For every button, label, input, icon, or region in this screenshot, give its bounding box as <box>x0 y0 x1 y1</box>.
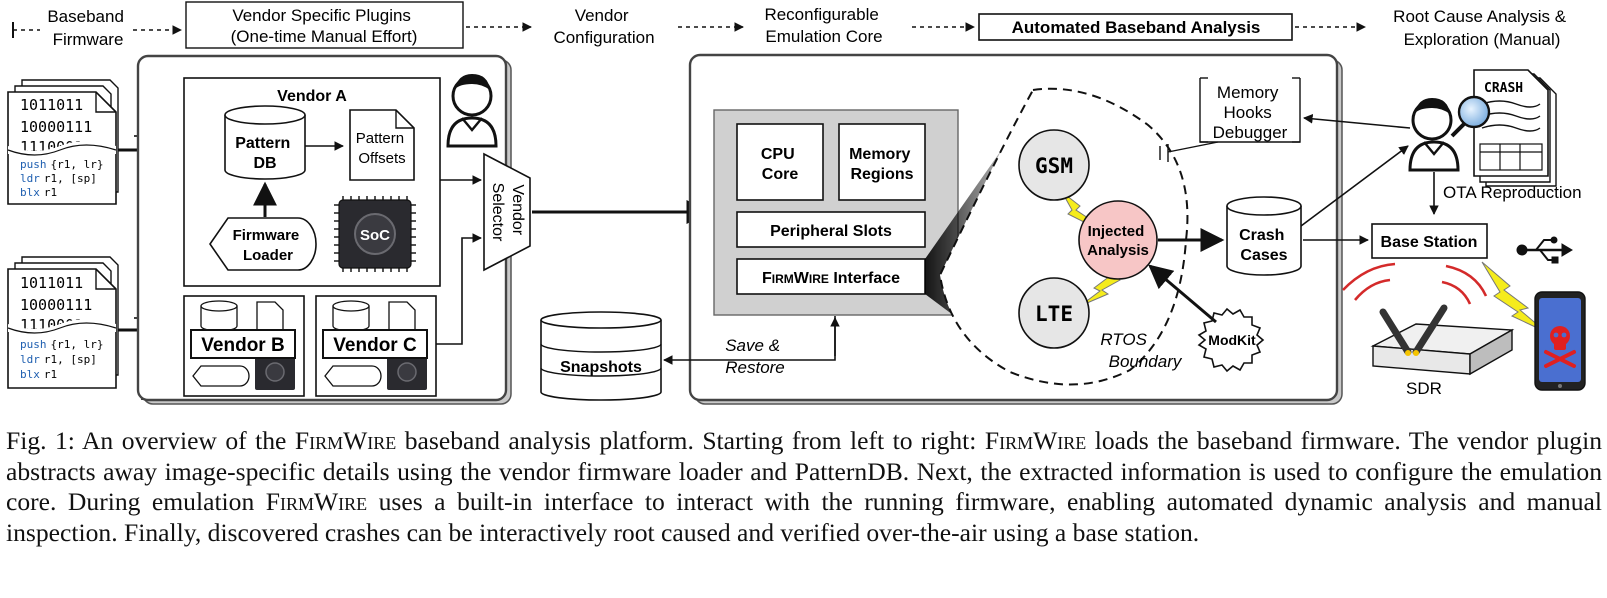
svg-text:CPU Core: CPU Core <box>761 146 799 183</box>
figure-caption: Fig. 1: An overview of the FirmWire base… <box>6 426 1602 547</box>
usb-icon <box>1516 236 1573 264</box>
memory-hooks-debugger: Memory Hooks Debugger <box>1159 77 1301 162</box>
modkit-arrow <box>1148 264 1217 324</box>
pipeline-baseband-firmware: Baseband Firmware <box>47 7 128 49</box>
injected-analysis-node <box>1078 200 1158 280</box>
svg-text:Base Station: Base Station <box>1381 234 1478 251</box>
svg-text:Memory Regions: Memory Regions <box>849 146 915 183</box>
firmware-loader: Firmware Loader <box>209 217 317 271</box>
firmwire-interface <box>736 258 926 295</box>
svg-text:FIRMWIRE Interface: FIRMWIRE Interface <box>762 270 900 287</box>
svg-text:push{r1, lr}: push{r1, lr} <box>20 158 103 171</box>
crash-report-icon: CRASH <box>1473 69 1557 187</box>
svg-text:1011011: 1011011 <box>20 274 83 292</box>
svg-text:1011011: 1011011 <box>20 96 83 114</box>
selector-connectors <box>436 175 711 345</box>
modkit-node: ModKit <box>1197 307 1265 373</box>
analyst-magnifier-icon <box>1408 95 1491 172</box>
svg-text:LTE: LTE <box>1035 302 1073 326</box>
crash-cases: Crash Cases <box>1226 196 1302 276</box>
pipeline-root-cause: Root Cause Analysis & Exploration (Manua… <box>1393 7 1571 49</box>
svg-text:Pattern Offsets: Pattern Offsets <box>356 130 409 167</box>
peripheral-slots <box>736 211 926 248</box>
svg-text:Injected Analysis: Injected Analysis <box>1087 223 1149 259</box>
pipeline-emulation-core: Reconfigurable Emulation Core <box>764 5 883 46</box>
pipeline-vendor-plugins: Vendor Specific Plugins (One-time Manual… <box>231 6 418 46</box>
svg-text:Vendor C: Vendor C <box>333 335 417 356</box>
analyst-person-icon <box>446 74 498 148</box>
firmwire-overview-diagram: Baseband Firmware Vendor Specific Plugin… <box>7 1 1586 405</box>
vendor-selector: Vendor Selector <box>483 152 531 272</box>
svg-text:Firmware Loader: Firmware Loader <box>233 227 304 264</box>
vendor-b-box: Vendor B <box>183 295 305 397</box>
save-restore-arrows <box>663 316 840 365</box>
vendor-plugins-box <box>185 1 464 49</box>
svg-text:GSM: GSM <box>1035 154 1073 178</box>
rtos-boundary-label: RTOS Boundary <box>1100 330 1183 371</box>
svg-text:Pattern DB: Pattern DB <box>235 135 295 172</box>
firmware-stack-bottom: 1011011 10000111 1110001 push{r1, lr} ld… <box>7 256 119 389</box>
gsm-node <box>1018 129 1090 201</box>
pipeline-vendor-configuration: Vendor Configuration <box>553 6 654 47</box>
automated-analysis-box <box>978 13 1293 41</box>
svg-text:CRASH: CRASH <box>1484 81 1523 96</box>
save-restore-label: Save & Restore <box>725 336 785 377</box>
svg-text:Vendor Selector: Vendor Selector <box>489 183 526 242</box>
soc-chip-icon: SoC <box>334 196 416 272</box>
svg-text:Peripheral Slots: Peripheral Slots <box>770 223 892 240</box>
snapshots: Snapshots <box>540 311 662 401</box>
svg-text:push{r1, lr}: push{r1, lr} <box>20 338 103 351</box>
sdr-label: SDR <box>1406 379 1442 398</box>
pipeline-automated-analysis: Automated Baseband Analysis <box>1012 18 1261 37</box>
pattern-db: Pattern DB <box>224 105 306 180</box>
svg-text:Snapshots: Snapshots <box>560 359 642 376</box>
ota-reproduction-label: OTA Reproduction <box>1443 183 1582 202</box>
svg-text:Memory Hooks Debug: Memory Hooks Debugger <box>1213 83 1288 142</box>
svg-text:SoC: SoC <box>360 227 390 244</box>
svg-text:Vendor B: Vendor B <box>201 335 284 356</box>
svg-text:ModKit: ModKit <box>1208 332 1256 348</box>
sdr-device-icon <box>1342 262 1515 376</box>
cpu-core <box>736 123 824 201</box>
phone-skull-icon <box>1534 291 1586 391</box>
rtos-boundary <box>938 87 1189 386</box>
pattern-offsets: Pattern Offsets <box>349 109 415 181</box>
vendor-a-label: Vendor A <box>277 88 347 105</box>
pipeline-row: Baseband Firmware Vendor Specific Plugin… <box>12 1 1571 49</box>
analyst-arrows <box>1300 114 1439 245</box>
svg-text:10000111: 10000111 <box>20 118 92 136</box>
memory-regions <box>838 123 926 201</box>
base-station <box>1371 223 1488 259</box>
svg-text:10000111: 10000111 <box>20 296 92 314</box>
lte-node <box>1018 277 1090 349</box>
svg-text:Crash Cases: Crash Cases <box>1239 227 1289 264</box>
firmware-stack-top: 1011011 10000111 1110001 push{r1, lr} ld… <box>7 79 119 205</box>
vendor-c-box: Vendor C <box>315 295 437 397</box>
